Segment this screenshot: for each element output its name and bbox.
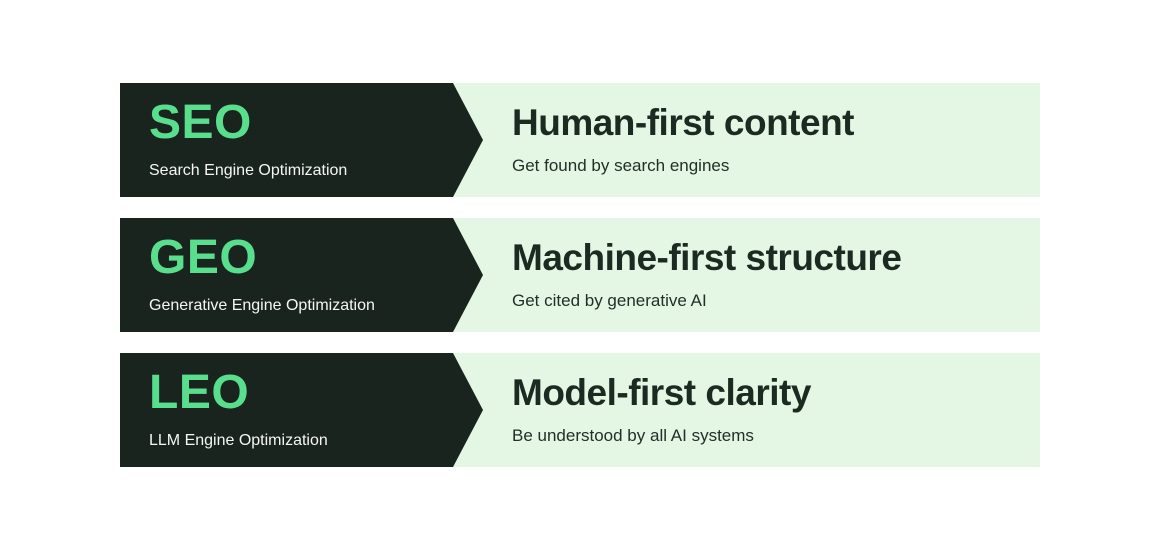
leo-acronym-full: LLM Engine Optimization xyxy=(149,432,328,450)
leo-content: Model-first clarity Be understood by all… xyxy=(512,353,1028,467)
geo-heading: Machine-first structure xyxy=(512,236,902,278)
row-seo: SEO Search Engine Optimization Human-fir… xyxy=(120,83,1040,197)
geo-acronym-full: Generative Engine Optimization xyxy=(149,297,375,315)
row-leo: LEO LLM Engine Optimization Model-first … xyxy=(120,353,1040,467)
seo-content: Human-first content Get found by search … xyxy=(512,83,1028,197)
leo-subtext: Be understood by all AI systems xyxy=(512,425,754,445)
seo-acronym: SEO xyxy=(149,96,252,150)
geo-content: Machine-first structure Get cited by gen… xyxy=(512,218,1028,332)
geo-subtext: Get cited by generative AI xyxy=(512,290,707,310)
optimization-rows: SEO Search Engine Optimization Human-fir… xyxy=(120,83,1040,467)
seo-arrow-panel: SEO Search Engine Optimization xyxy=(120,83,483,197)
seo-heading: Human-first content xyxy=(512,101,855,143)
geo-acronym: GEO xyxy=(149,231,258,285)
row-geo: GEO Generative Engine Optimization Machi… xyxy=(120,218,1040,332)
leo-heading: Model-first clarity xyxy=(512,371,811,413)
seo-acronym-full: Search Engine Optimization xyxy=(149,162,348,180)
leo-acronym: LEO xyxy=(149,366,250,420)
seo-subtext: Get found by search engines xyxy=(512,155,730,175)
geo-arrow-panel: GEO Generative Engine Optimization xyxy=(120,218,483,332)
leo-arrow-panel: LEO LLM Engine Optimization xyxy=(120,353,483,467)
